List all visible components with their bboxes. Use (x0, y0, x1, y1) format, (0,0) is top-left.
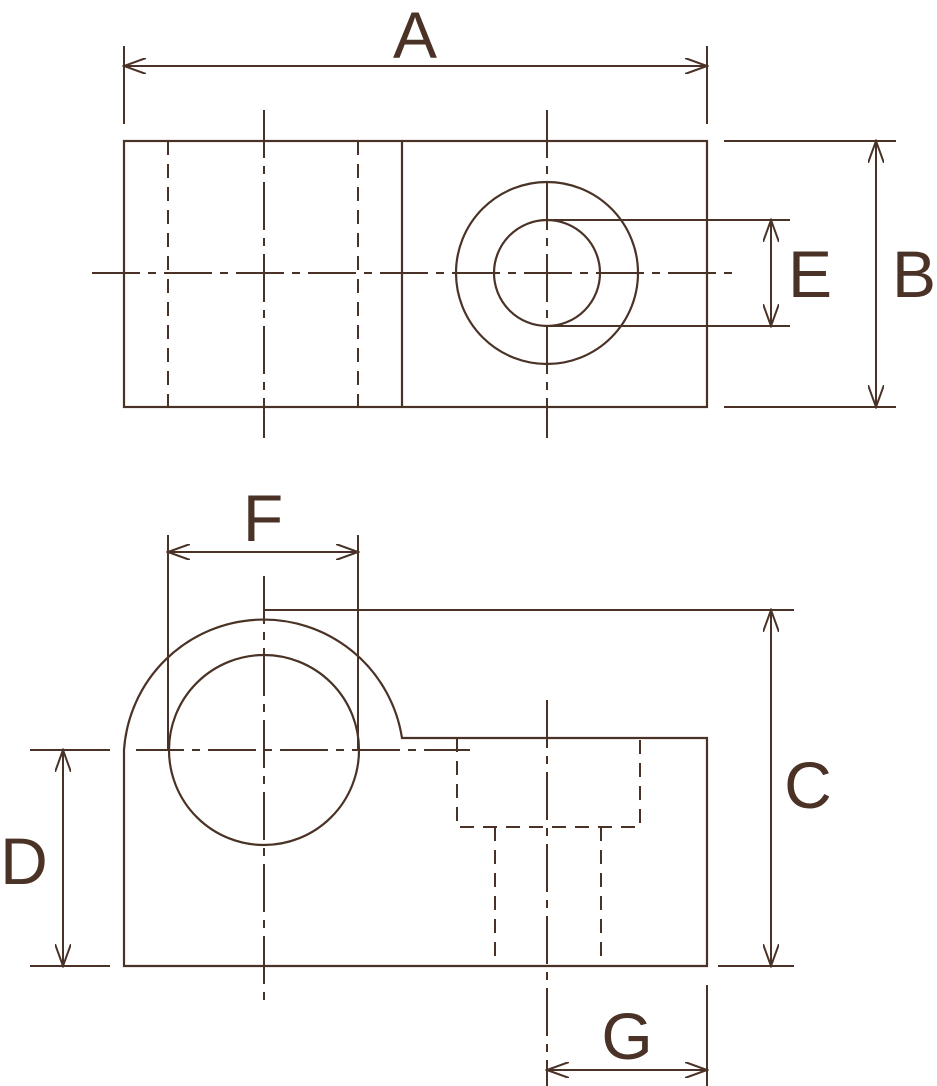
dimension-c-label: C (784, 748, 832, 822)
dimension-a-label: A (393, 0, 437, 72)
dimension-d: D (0, 750, 110, 966)
top-view (92, 110, 740, 438)
dimension-e: E (547, 220, 832, 326)
dimension-g: G (547, 985, 707, 1086)
dimension-c: C (264, 610, 832, 966)
dimension-f-label: F (243, 481, 283, 555)
front-view (122, 576, 709, 1086)
dimension-g-label: G (601, 999, 652, 1073)
dimension-d-label: D (0, 824, 48, 898)
dimension-e-label: E (788, 237, 832, 311)
front-view-body-outline (122, 618, 709, 968)
dimension-b: B (724, 141, 936, 407)
dimension-b-label: B (892, 237, 936, 311)
dimension-f: F (168, 481, 358, 750)
dimension-a: A (124, 0, 707, 124)
front-view-hidden-counterbore (456, 738, 641, 828)
